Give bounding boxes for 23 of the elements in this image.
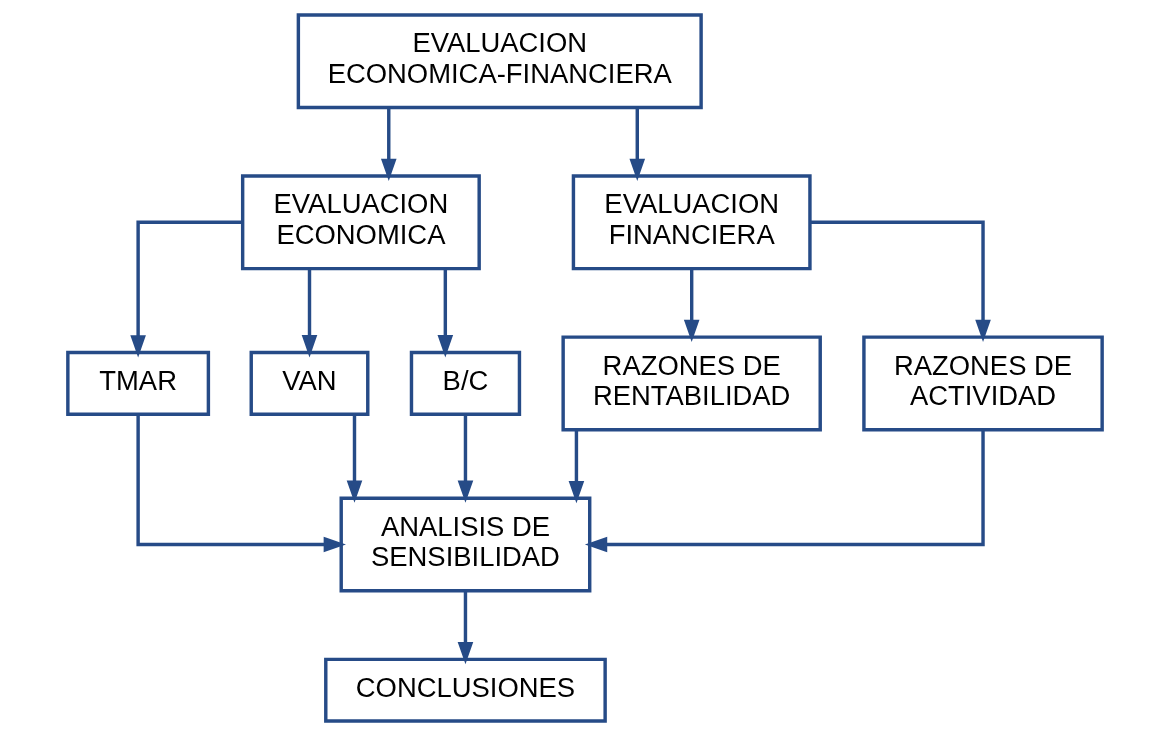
node-box: RAZONES DE RENTABILIDAD (560, 335, 822, 432)
arrow (628, 107, 645, 181)
node-box: EVALUACION ECONOMICA-FINANCIERA (296, 13, 703, 110)
arrow (457, 414, 473, 503)
node-box: EVALUACION FINANCIERA (571, 174, 812, 271)
node-box: ANALISIS DE SENSIBILIDAD (339, 496, 591, 593)
arrow (437, 268, 453, 358)
arrow (683, 268, 699, 343)
arrow (568, 430, 584, 504)
arrow (301, 268, 317, 358)
node-box: EVALUACION ECONOMICA (240, 174, 481, 271)
arrow (135, 414, 346, 553)
node-box: TMAR (65, 350, 210, 416)
arrow (584, 430, 985, 553)
node-box: B/C (409, 350, 521, 416)
arrow (129, 220, 242, 358)
node-box: CONCLUSIONES (323, 657, 607, 723)
arrow (457, 591, 473, 665)
arrow (380, 107, 397, 181)
arrow (346, 414, 362, 503)
node-box: RAZONES DE ACTIVIDAD (861, 335, 1104, 432)
node-box: VAN (249, 350, 369, 416)
arrow (809, 220, 991, 343)
